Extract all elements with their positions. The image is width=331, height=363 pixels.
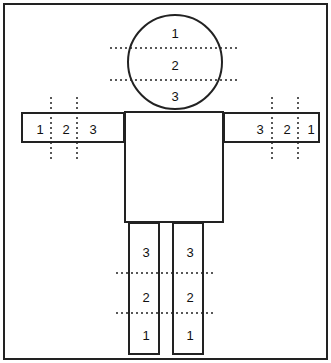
- body-box: [125, 112, 223, 222]
- dotted-line: [271, 97, 273, 160]
- segment-number: 2: [283, 123, 290, 136]
- head-circle-line: [128, 15, 222, 109]
- right-arm-box: 3 2 1: [223, 112, 320, 143]
- left-leg-box: 3 2 1: [128, 222, 160, 355]
- segment-number: 1: [171, 27, 178, 40]
- dotted-line: [116, 312, 216, 314]
- right-leg-box: 3 2 1: [172, 222, 204, 355]
- segment-number: 1: [307, 123, 314, 136]
- dotted-line: [116, 272, 216, 274]
- division-lines: [51, 48, 298, 313]
- segment-number: 1: [36, 123, 43, 136]
- segment-number: 3: [89, 123, 96, 136]
- segment-number: 2: [62, 123, 69, 136]
- outer-frame: [4, 4, 327, 359]
- dotted-line: [76, 97, 78, 160]
- left-arm-box: 1 2 3: [21, 112, 125, 143]
- segment-number: 2: [142, 291, 149, 304]
- segment-number: 2: [171, 59, 178, 72]
- segment-number: 2: [186, 291, 193, 304]
- head-circle: 1 2 3: [127, 14, 223, 110]
- segment-number: 1: [186, 329, 193, 342]
- segment-number: 3: [142, 246, 149, 259]
- dotted-line: [50, 97, 52, 160]
- segment-number: 3: [186, 246, 193, 259]
- segment-number: 3: [171, 90, 178, 103]
- segment-number: 3: [256, 123, 263, 136]
- segment-number: 1: [142, 329, 149, 342]
- dotted-line: [110, 79, 240, 81]
- dotted-line: [297, 97, 299, 160]
